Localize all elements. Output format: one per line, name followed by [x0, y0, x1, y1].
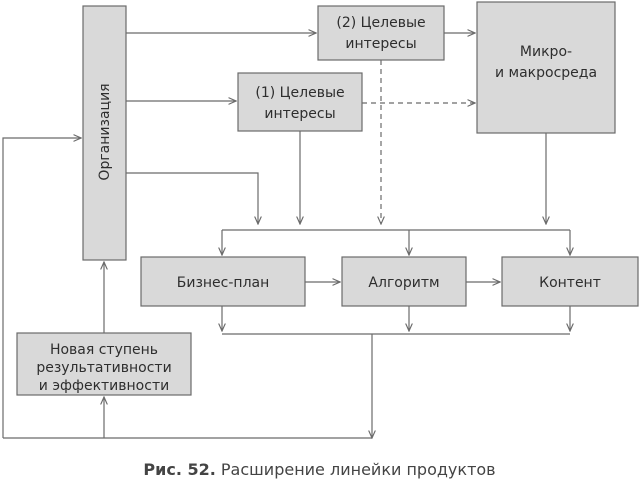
figure-number: Рис. 52. — [143, 460, 216, 479]
arrow-org-down — [126, 172, 258, 224]
target-interests-1-line1: (1) Целевые — [255, 85, 344, 101]
business-plan-label: Бизнес-план — [177, 275, 270, 291]
new-level-line1: Новая ступень — [50, 342, 158, 358]
algorithm-box: Алгоритм — [341, 256, 467, 307]
business-plan-box: Бизнес-план — [140, 256, 306, 307]
new-level-line2: результативности — [36, 360, 171, 376]
content-box: Контент — [501, 256, 639, 307]
figure-title: Расширение линейки продуктов — [220, 460, 496, 479]
micro-macro-environment-box: Микро- и макросреда — [476, 1, 616, 134]
new-level-line3: и эффективности — [39, 378, 169, 394]
content-label: Контент — [539, 275, 601, 291]
flow-diagram: Организация (2) Целевые интересы (1) Цел… — [2, 1, 639, 460]
target-interests-1-line2: интересы — [264, 106, 335, 122]
target-interests-2-box: (2) Целевые интересы — [317, 5, 445, 61]
target-interests-1-box: (1) Целевые интересы — [237, 72, 363, 132]
micro-macro-line1: Микро- — [520, 44, 572, 60]
organization-box: Организация — [82, 5, 127, 261]
organization-label: Организация — [97, 83, 113, 180]
target-interests-2-line1: (2) Целевые — [336, 15, 425, 31]
arrow-feedback-to-org — [2, 138, 81, 438]
figure-caption: Рис. 52. Расширение линейки продуктов — [0, 460, 639, 479]
micro-macro-line2: и макросреда — [495, 65, 597, 81]
algorithm-label: Алгоритм — [368, 275, 439, 291]
target-interests-2-line2: интересы — [345, 36, 416, 52]
new-level-box: Новая ступень результативности и эффекти… — [16, 332, 192, 396]
